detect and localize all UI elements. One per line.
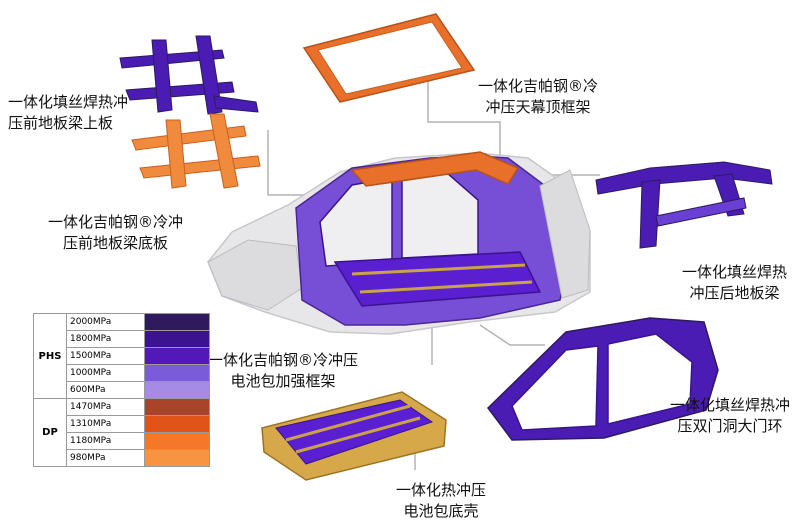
label-front-floor-lower-line1: 一体化吉帕钢®冷冲 <box>48 213 184 231</box>
legend-row: 1800MPa <box>34 330 210 348</box>
car-front-door-opening <box>319 177 393 267</box>
car-roof-frame <box>350 151 520 187</box>
legend-row: 1000MPa <box>34 364 210 382</box>
legend-row: 1310MPa <box>34 415 210 433</box>
legend-swatch <box>144 432 210 450</box>
legend-group-dp: DP <box>33 398 67 467</box>
legend-row: 1180MPa <box>34 432 210 450</box>
legend-row: PHS 2000MPa <box>33 313 210 399</box>
rear-floor-part <box>595 161 773 249</box>
label-roof-frame-line2: 冲压天幕顶框架 <box>485 98 591 116</box>
label-battery-tray-line1: 一体化热冲压 <box>396 481 487 499</box>
label-door-ring: 一体化填丝焊热冲 压双门洞大门环 <box>670 395 790 437</box>
legend-swatch <box>144 398 210 416</box>
leader-door-ring <box>479 324 545 346</box>
legend-row: 1500MPa <box>34 347 210 365</box>
legend-swatch <box>144 381 210 399</box>
legend-swatch <box>144 415 210 433</box>
legend-row: DP 1470MPa <box>33 398 210 467</box>
label-rear-floor-line1: 一体化填丝焊热 <box>682 263 788 281</box>
legend-value: 980MPa <box>66 449 145 467</box>
strength-legend: PHS 2000MPa 1800MPa 1500MPa 1000MPa 600M… <box>33 313 210 467</box>
legend-value: 1500MPa <box>66 347 145 365</box>
legend-swatch <box>144 364 210 382</box>
label-battery-tray-line2: 电池包底壳 <box>403 502 479 520</box>
roof-frame-part <box>302 13 476 103</box>
label-rear-floor: 一体化填丝焊热 冲压后地板梁 <box>682 262 787 304</box>
label-front-floor-upper-line1: 一体化填丝焊热冲 <box>8 93 129 111</box>
legend-value: 1180MPa <box>66 432 145 450</box>
label-battery-frame: 一体化吉帕钢®冷冲压 电池包加强框架 <box>208 350 358 392</box>
label-roof-frame-line1: 一体化吉帕钢®冷 <box>478 77 599 95</box>
label-battery-tray: 一体化热冲压 电池包底壳 <box>396 480 486 522</box>
label-door-ring-line1: 一体化填丝焊热冲 <box>670 396 791 414</box>
car-body <box>207 151 591 335</box>
car-rear-section <box>539 169 591 299</box>
label-battery-frame-line2: 电池包加强框架 <box>230 372 336 390</box>
legend-row: 600MPa <box>34 381 210 399</box>
label-front-floor-lower: 一体化吉帕钢®冷冲 压前地板梁底板 <box>48 212 183 254</box>
legend-value: 1000MPa <box>66 364 145 382</box>
front-floor-lower-part <box>131 113 261 189</box>
leader-roof-frame <box>427 70 501 170</box>
legend-swatch <box>144 330 210 348</box>
legend-row: 980MPa <box>34 449 210 467</box>
label-door-ring-line2: 压双门洞大门环 <box>677 417 783 435</box>
front-floor-upper-part <box>119 35 259 115</box>
legend-swatch <box>144 313 210 331</box>
label-roof-frame: 一体化吉帕钢®冷 冲压天幕顶框架 <box>478 76 598 118</box>
legend-group-phs: PHS <box>33 313 67 399</box>
label-front-floor-lower-line2: 压前地板梁底板 <box>63 234 169 252</box>
door-ring-part <box>487 317 719 441</box>
label-front-floor-upper-line2: 压前地板梁上板 <box>8 114 114 132</box>
battery-tray-part <box>261 391 447 481</box>
legend-value: 1310MPa <box>66 415 145 433</box>
label-front-floor-upper: 一体化填丝焊热冲 压前地板梁上板 <box>8 92 128 134</box>
legend-value: 600MPa <box>66 381 145 399</box>
legend-swatch <box>144 347 210 365</box>
legend-value: 2000MPa <box>66 313 145 331</box>
legend-value: 1470MPa <box>66 398 145 416</box>
label-rear-floor-line2: 冲压后地板梁 <box>689 284 780 302</box>
legend-swatch <box>144 449 210 467</box>
legend-value: 1800MPa <box>66 330 145 348</box>
label-battery-frame-line1: 一体化吉帕钢®冷冲压 <box>208 351 359 369</box>
